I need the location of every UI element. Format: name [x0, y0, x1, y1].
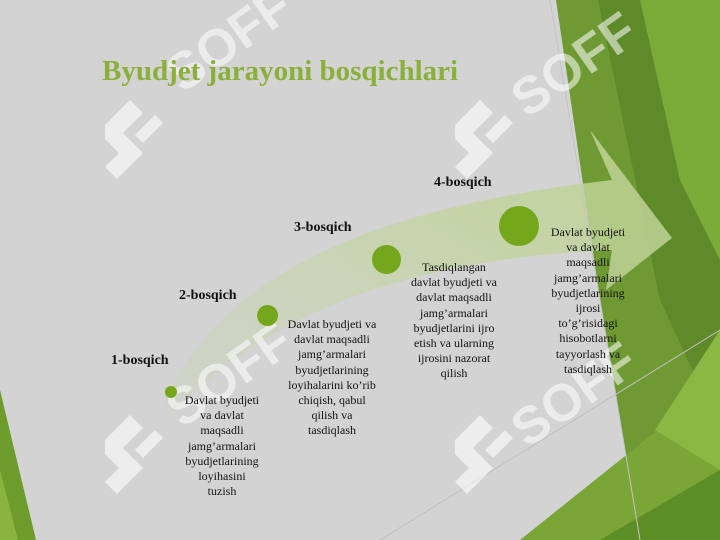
watermark-logo-icon: [455, 100, 513, 179]
stage-1-line: Davlat byudjeti: [184, 393, 260, 407]
stage-4-line: maqsadli: [566, 255, 610, 270]
stage-4-line: jamg’armalari: [554, 270, 622, 285]
stage-1-line: va davlat: [200, 408, 244, 423]
stage-1-label: 1-bosqich: [111, 353, 169, 368]
stage-3-line: etish va ularning: [414, 336, 494, 351]
stage-4-dot: [499, 206, 539, 246]
watermark-logo-icon: [105, 415, 163, 494]
stage-1-line: maqsadli: [200, 423, 244, 438]
stage-3-line: jamg’armalari: [420, 305, 488, 320]
stage-3-line: davlat maqsadli: [416, 290, 492, 305]
stage-2-dot: [257, 305, 278, 326]
stage-3-line: qilish: [440, 366, 468, 381]
stage-4-description: Davlat byudjeti va davlat maqsadli jamg’…: [538, 225, 638, 377]
stage-2-line: byudjetlarining: [295, 362, 369, 377]
stage-4-line: ijrosi: [575, 301, 601, 316]
stage-1-line: tuzish: [207, 484, 237, 499]
stage-4-line: to’g’risidagi: [558, 316, 618, 331]
stage-3-line: byudjetlarini ijro: [413, 320, 495, 335]
stage-3-label: 3-bosqich: [294, 220, 352, 235]
stage-2-description: Davlat byudjeti va davlat maqsadli jamg’…: [274, 317, 390, 439]
stage-1-dot: [165, 386, 177, 398]
watermark-logo-icon: [105, 100, 163, 179]
page-title: Byudjet jarayoni bosqichlari: [102, 55, 459, 87]
stage-4-line: hisobotlarni: [559, 331, 617, 346]
stage-2-label: 2-bosqich: [179, 288, 237, 303]
stage-1-description: Davlat byudjeti va davlat maqsadli jamg’…: [172, 393, 272, 499]
stage-2-line: davlat maqsadli: [294, 332, 370, 347]
stage-4-label: 4-bosqich: [434, 175, 492, 190]
stage-3-description: Tasdiqlangan davlat byudjeti va davlat m…: [398, 260, 510, 382]
stage-2-line: loyihalarini ko’rib: [288, 377, 376, 392]
stage-3-dot: [372, 245, 401, 274]
stage-2-line: tasdiqlash: [308, 423, 356, 438]
stage-2-line: jamg’armalari: [298, 347, 366, 362]
stage-1-line: byudjetlarining: [185, 453, 259, 468]
stage-2-line: Davlat byudjeti va: [287, 317, 377, 331]
stage-1-line: jamg’armalari: [188, 438, 256, 453]
stage-4-line: Davlat byudjeti: [550, 225, 626, 239]
watermark-logo-icon: [455, 415, 513, 494]
stage-4-line: tayyorlash va: [555, 346, 621, 361]
stage-1-line: loyihasini: [198, 469, 246, 484]
stage-3-line: davlat byudjeti va: [411, 275, 497, 290]
stage-3-line: Tasdiqlangan: [422, 260, 486, 274]
stage-4-line: tasdiqlash: [564, 361, 612, 376]
stage-4-line: byudjetlarining: [551, 285, 625, 300]
stage-2-line: chiqish, qabul: [298, 393, 366, 408]
stage-4-line: va davlat: [566, 240, 610, 255]
stage-2-line: qilish va: [311, 408, 353, 423]
stage-3-line: ijrosini nazorat: [417, 351, 491, 366]
